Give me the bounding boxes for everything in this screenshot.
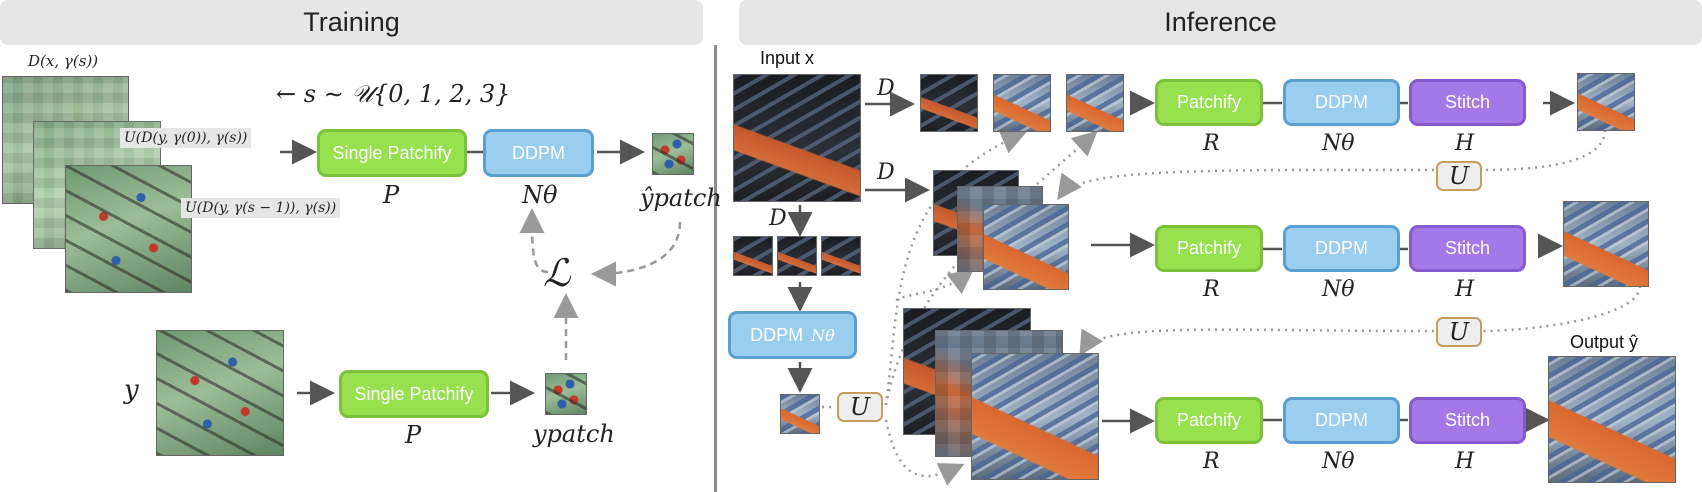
small-patch-2 xyxy=(777,236,817,276)
upsample-note-1: U(D(y, γ(0)), γ(s)) xyxy=(120,128,252,148)
row2-output xyxy=(1563,201,1649,287)
p-label-2: P xyxy=(405,421,422,449)
yhat-patch-label: ŷpatch xyxy=(640,184,722,212)
ddpm-label-training: DDPM xyxy=(512,142,565,163)
output-image xyxy=(1548,356,1676,483)
row3-stitch-box: Stitch xyxy=(1409,397,1526,444)
small-patch-3 xyxy=(821,236,861,276)
row2-h-label: H xyxy=(1455,277,1475,302)
small-output-patch xyxy=(780,394,820,434)
y-patch-label: ypatch xyxy=(533,420,615,448)
dot-row1-to-u xyxy=(1481,129,1607,172)
upsample-note-2: U(D(y, γ(s − 1)), γ(s)) xyxy=(181,198,341,218)
ddpm-n-theta-inline: Nθ xyxy=(811,325,835,345)
small-patch-1 xyxy=(733,236,773,276)
row3-h-label: H xyxy=(1455,449,1475,474)
dot-u-to-stack2 xyxy=(1057,168,1435,201)
row3-ddpm-label: DDPM xyxy=(1315,410,1368,430)
row2-patchify-label: Patchify xyxy=(1176,238,1242,258)
single-patchify-label-1: Single Patchify xyxy=(332,142,452,163)
single-patchify-box-2: Single Patchify xyxy=(339,370,489,418)
row1-h-label: H xyxy=(1455,131,1475,156)
inference-title: Inference xyxy=(1164,7,1277,37)
sampling-formula: ← s ∼ 𝒰{0, 1, 2, 3} xyxy=(276,80,511,108)
row3-ddpm-box: DDPM xyxy=(1283,397,1400,444)
row3-patchify-label: Patchify xyxy=(1176,410,1242,430)
single-patchify-label-2: Single Patchify xyxy=(354,383,474,404)
row2-stitch-label: Stitch xyxy=(1444,238,1491,258)
row2-stack-3 xyxy=(983,204,1069,290)
dot-u-to-row1a xyxy=(884,130,1027,406)
row3-patchify-box: Patchify xyxy=(1155,397,1263,444)
yhat-patch-image xyxy=(652,133,694,175)
row1-patchify-label: Patchify xyxy=(1176,92,1242,112)
training-stack-image-3 xyxy=(65,165,192,293)
u-row1-label: U xyxy=(1448,162,1470,190)
row3-stitch-label: Stitch xyxy=(1444,410,1491,430)
row1-patch-2 xyxy=(993,74,1051,132)
row2-patchify-box: Patchify xyxy=(1155,225,1263,272)
dot-u-to-stack3 xyxy=(1079,328,1435,357)
y-label: y xyxy=(124,375,139,405)
single-patchify-box-1: Single Patchify xyxy=(317,129,467,177)
row2-r-label: R xyxy=(1203,277,1220,302)
d-label-1: D xyxy=(877,76,895,101)
row1-patch-1 xyxy=(920,74,978,132)
n-theta-label-training: Nθ xyxy=(522,181,558,209)
row1-patch-3 xyxy=(1066,74,1124,132)
panel-divider xyxy=(714,45,717,492)
row1-patchify-box: Patchify xyxy=(1155,79,1263,126)
input-label: Input x xyxy=(760,48,815,68)
row2-ddpm-label: DDPM xyxy=(1315,238,1368,258)
row1-stitch-box: Stitch xyxy=(1409,79,1526,126)
output-label: Output ŷ xyxy=(1570,332,1639,352)
row1-ddpm-label: DDPM xyxy=(1315,92,1368,112)
row1-output xyxy=(1577,73,1635,131)
ddpm-box-inference: DDPM Nθ xyxy=(728,311,857,359)
loss-symbol: ℒ xyxy=(543,251,571,295)
dot-row2-to-u xyxy=(1481,285,1642,333)
input-image xyxy=(733,74,861,202)
row1-n-label: Nθ xyxy=(1322,131,1355,156)
p-label-1: P xyxy=(383,181,400,209)
row1-stitch-label: Stitch xyxy=(1444,92,1491,112)
y-patch-image xyxy=(545,373,587,415)
ddpm-label-inference: DDPM xyxy=(750,324,804,345)
dash-loss-to-ntheta xyxy=(519,208,549,274)
row2-stitch-box: Stitch xyxy=(1409,225,1526,272)
ddpm-box-training: DDPM xyxy=(483,129,594,177)
dot-u-to-stack3b xyxy=(884,419,965,486)
u-box-small: U xyxy=(837,392,883,422)
row2-ddpm-box: DDPM xyxy=(1283,225,1400,272)
u-box-row1: U xyxy=(1436,161,1482,191)
u-small-label: U xyxy=(849,393,871,421)
u-box-row2: U xyxy=(1436,317,1482,347)
d-label-2: D xyxy=(877,160,895,185)
u-row2-label: U xyxy=(1448,318,1470,346)
inference-header: Inference xyxy=(739,0,1702,45)
row1-ddpm-box: DDPM xyxy=(1283,79,1400,126)
dot-u-to-stack2b xyxy=(895,268,974,302)
row2-n-label: Nθ xyxy=(1322,277,1355,302)
training-title: Training xyxy=(303,7,400,37)
dash-yhat-to-loss xyxy=(591,221,682,287)
training-header: Training xyxy=(0,0,703,45)
y-image xyxy=(156,330,284,456)
row3-stack-3 xyxy=(971,353,1099,480)
degradation-label: D(x, γ(s)) xyxy=(28,52,99,70)
row1-r-label: R xyxy=(1203,131,1220,156)
row3-n-label: Nθ xyxy=(1322,449,1355,474)
row3-r-label: R xyxy=(1203,449,1220,474)
d-label-3: D xyxy=(769,206,787,231)
